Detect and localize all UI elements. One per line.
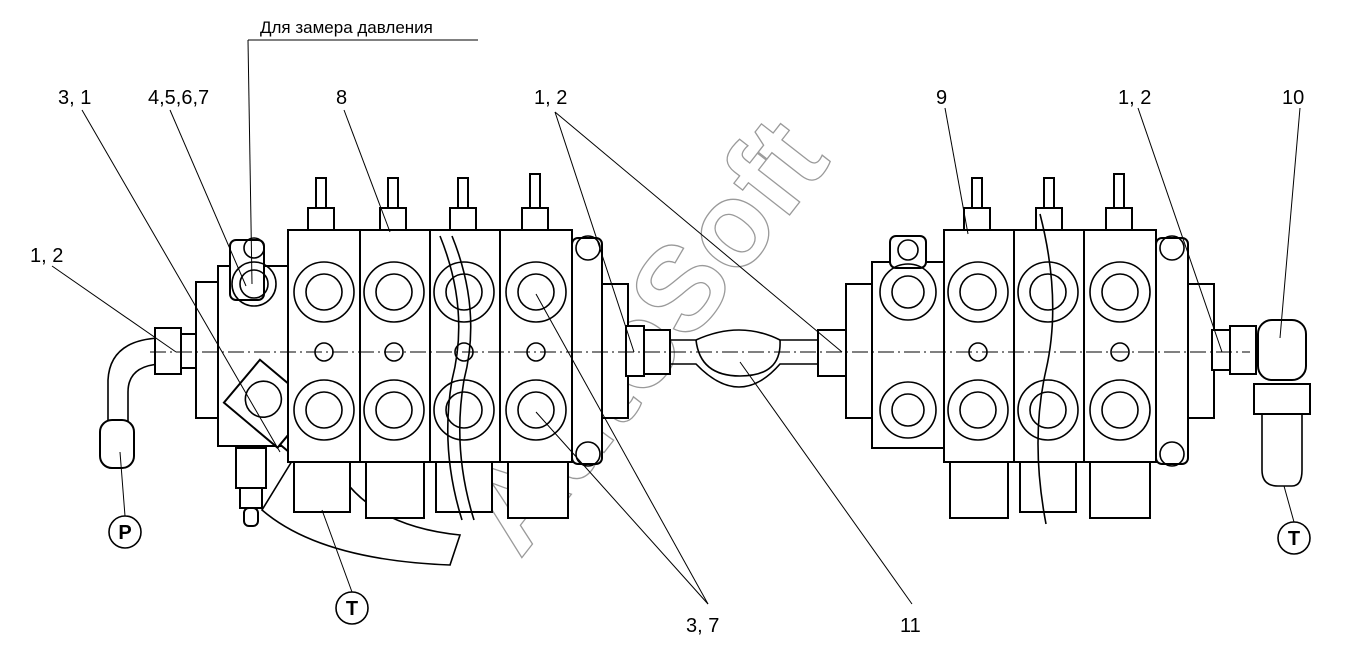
port-t-middle-label: T	[346, 598, 358, 620]
port-t-middle: T	[335, 591, 369, 625]
leader-lines	[51, 39, 1301, 605]
port-p-label: P	[118, 522, 131, 544]
callout-10: 10	[1282, 87, 1304, 109]
callout-1-2-right: 1, 2	[1118, 87, 1151, 109]
callout-11: 11	[900, 615, 921, 637]
callout-4-5-6-7: 4,5,6,7	[148, 87, 209, 109]
callout-8: 8	[336, 87, 347, 109]
connecting-tube	[670, 329, 818, 388]
callout-3-7: 3, 7	[686, 615, 719, 637]
left-valve-block	[99, 173, 671, 566]
callout-3-1: 3, 1	[58, 87, 91, 109]
port-p: P	[108, 515, 142, 549]
callout-1-2-center: 1, 2	[534, 87, 567, 109]
callout-1-2-left: 1, 2	[30, 245, 63, 267]
pressure-measure-note: Для замера давления	[260, 18, 433, 37]
right-valve-block	[817, 173, 1311, 525]
left-sections	[287, 173, 573, 521]
port-t-right-label: T	[1288, 528, 1300, 550]
port-t-right: T	[1277, 521, 1311, 555]
callout-9: 9	[936, 87, 947, 109]
